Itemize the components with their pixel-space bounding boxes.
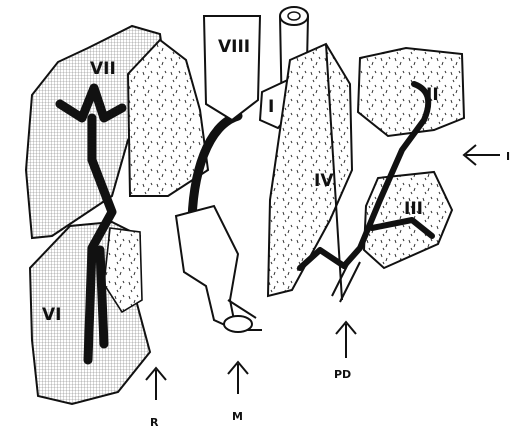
segment-label-vi: VI bbox=[42, 305, 61, 325]
segment-label-i: I bbox=[268, 97, 274, 117]
segment-viii-shape bbox=[204, 16, 260, 120]
segment-label-ii: II bbox=[426, 85, 439, 105]
segment-label-viii: VIII bbox=[218, 37, 250, 57]
portal-vein bbox=[176, 206, 238, 330]
arrow-m: M bbox=[228, 362, 248, 423]
arrow-r: R bbox=[146, 368, 166, 429]
arrow-label-m: M bbox=[232, 410, 243, 423]
segment-label-vii: VII bbox=[90, 59, 116, 79]
segment-label-iii: III bbox=[404, 199, 423, 219]
arrow-label-r: R bbox=[150, 416, 159, 429]
segment-label-iv: IV bbox=[314, 171, 334, 191]
arrow-i: I bbox=[464, 145, 510, 165]
arrow-label-pd: PD bbox=[334, 368, 351, 381]
arrow-label-i: I bbox=[506, 150, 510, 163]
arrow-pd: PD bbox=[334, 322, 356, 381]
segment-ii-shape bbox=[358, 48, 464, 136]
